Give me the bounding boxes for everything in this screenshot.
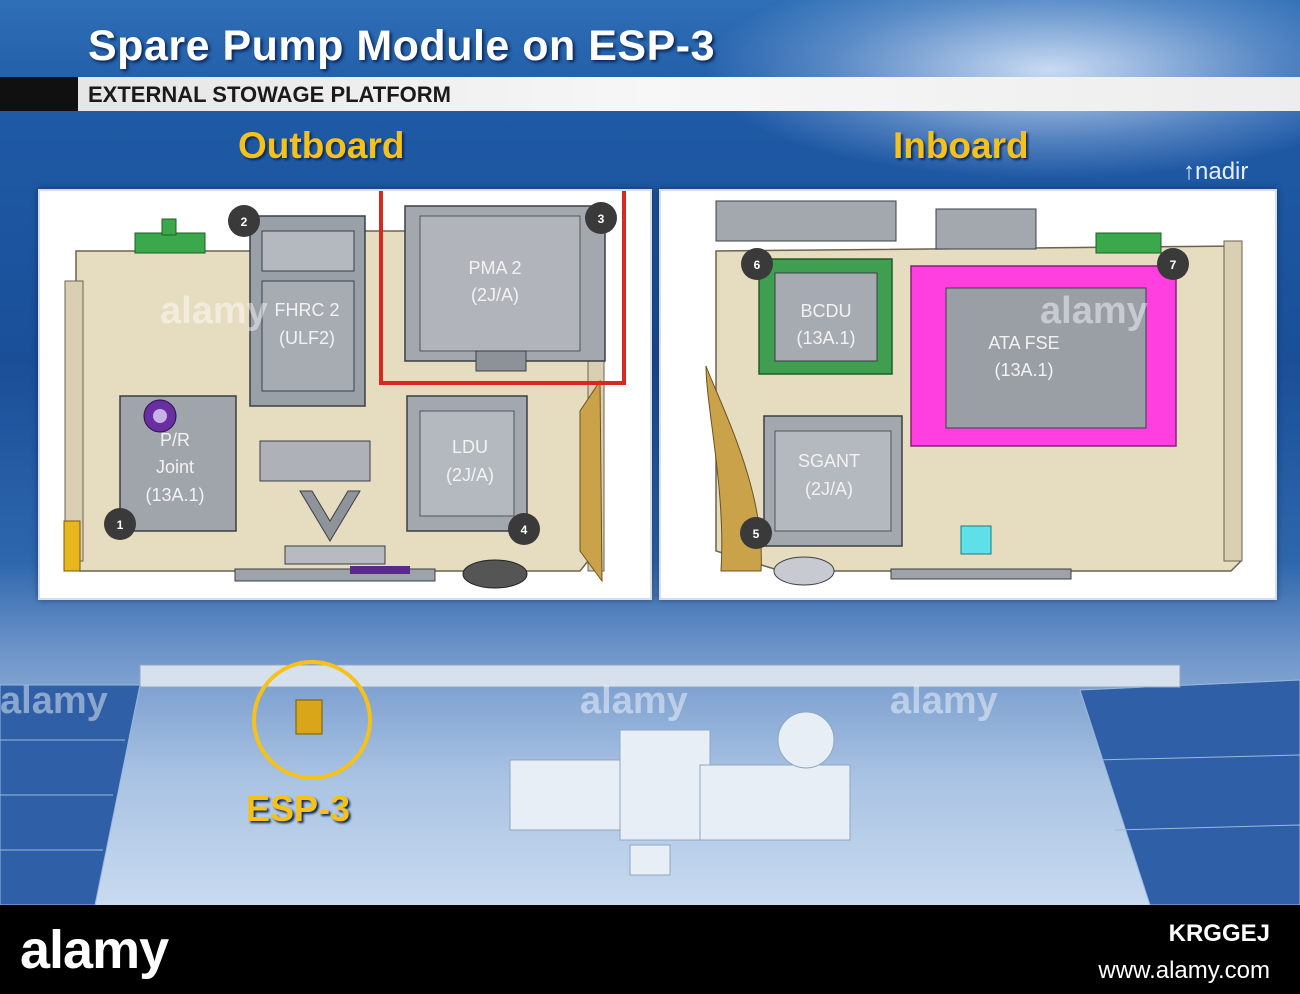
slide-subtitle: EXTERNAL STOWAGE PLATFORM [88, 82, 452, 107]
center-structure [259, 440, 386, 565]
solar-array-right [1079, 679, 1300, 905]
pma-sublabel: (2J/A) [471, 285, 519, 305]
iss-background-illustration [0, 660, 1300, 905]
fhrc-unit: FHRC 2 (ULF2) [249, 215, 366, 407]
inboard-markers: 6 7 5 [740, 248, 1189, 549]
site-url: www.alamy.com [1098, 957, 1270, 984]
esp3-highlight-circle [252, 660, 372, 780]
ata-fse-unit: ATA FSE (13A.1) [910, 265, 1177, 447]
sgant-sublabel: (2J/A) [805, 479, 853, 499]
bcdu-unit: BCDU (13A.1) [758, 258, 893, 375]
nadir-indicator: ↑nadir [1183, 158, 1248, 186]
nadir-label: nadir [1195, 158, 1249, 185]
outboard-heading: Outboard [238, 125, 405, 166]
outboard-diagram: FHRC 2 (ULF2) PMA 2 (2J/A) P/R Joint (13… [38, 189, 652, 600]
ata-fse-label: ATA FSE [988, 333, 1059, 353]
sgant-label: SGANT [798, 451, 860, 471]
bcdu-label: BCDU [800, 301, 851, 321]
pr-joint-unit: P/R Joint (13A.1) [119, 395, 237, 532]
marker-6: 6 [754, 258, 761, 272]
station-modules [509, 711, 851, 876]
outboard-markers: 2 3 1 4 [104, 202, 617, 545]
image-id: KRGGEJ [1168, 920, 1270, 947]
inboard-lower-detail [890, 525, 1072, 580]
top-modules [715, 200, 1162, 254]
pr-joint-sublabel: (13A.1) [145, 485, 204, 505]
pr-joint-label: P/R [160, 430, 190, 450]
marker-5: 5 [753, 527, 760, 541]
watermark-2: alamy [1040, 290, 1148, 332]
solar-array-left [0, 684, 141, 905]
marker-2: 2 [241, 215, 248, 229]
slide-background: Spare Pump Module on ESP-3 EXTERNAL STOW… [0, 0, 1300, 905]
pma-unit: PMA 2 (2J/A) [404, 205, 606, 372]
watermark-4: alamy [580, 680, 688, 722]
outboard-diagram-svg: FHRC 2 (ULF2) PMA 2 (2J/A) P/R Joint (13… [63, 191, 626, 589]
fhrc-sublabel: (ULF2) [279, 328, 335, 348]
up-arrow-icon: ↑ [1183, 158, 1195, 185]
truss [139, 664, 1181, 688]
pma-highlight-box [379, 191, 626, 385]
watermark-5: alamy [890, 680, 998, 722]
bottom-bracket [234, 559, 528, 589]
stock-footer: alamy KRGGEJ www.alamy.com [0, 905, 1300, 994]
marker-4: 4 [521, 523, 528, 537]
inboard-diagram: BCDU (13A.1) ATA FSE (13A.1) SGANT (2J/A… [659, 189, 1277, 600]
ldu-unit: LDU (2J/A) [406, 395, 528, 532]
marker-7: 7 [1170, 258, 1177, 272]
marker-1: 1 [117, 518, 124, 532]
marker-3: 3 [598, 212, 605, 226]
inboard-diagram-svg: BCDU (13A.1) ATA FSE (13A.1) SGANT (2J/A… [705, 200, 1243, 586]
ldu-sublabel: (2J/A) [446, 465, 494, 485]
watermark-3: alamy [0, 680, 108, 722]
watermark-1: alamy [160, 290, 268, 332]
slide-title: Spare Pump Module on ESP-3 [88, 22, 716, 70]
ldu-label: LDU [452, 437, 488, 457]
gold-fitting-left [63, 520, 81, 572]
sgant-unit: SGANT (2J/A) [763, 415, 903, 586]
alamy-logo: alamy [20, 920, 169, 980]
esp3-label: ESP-3 [246, 788, 351, 829]
subtitle-bar: EXTERNAL STOWAGE PLATFORM [0, 77, 1300, 111]
fhrc-label: FHRC 2 [274, 300, 339, 320]
green-trunnion [134, 218, 206, 254]
ata-fse-sublabel: (13A.1) [994, 360, 1053, 380]
inboard-heading: Inboard [893, 125, 1029, 166]
subtitle-bar-accent [0, 77, 78, 111]
gold-antenna-right [579, 379, 603, 583]
pma-label: PMA 2 [468, 258, 521, 278]
pr-joint-label-2: Joint [156, 457, 194, 477]
bcdu-sublabel: (13A.1) [796, 328, 855, 348]
